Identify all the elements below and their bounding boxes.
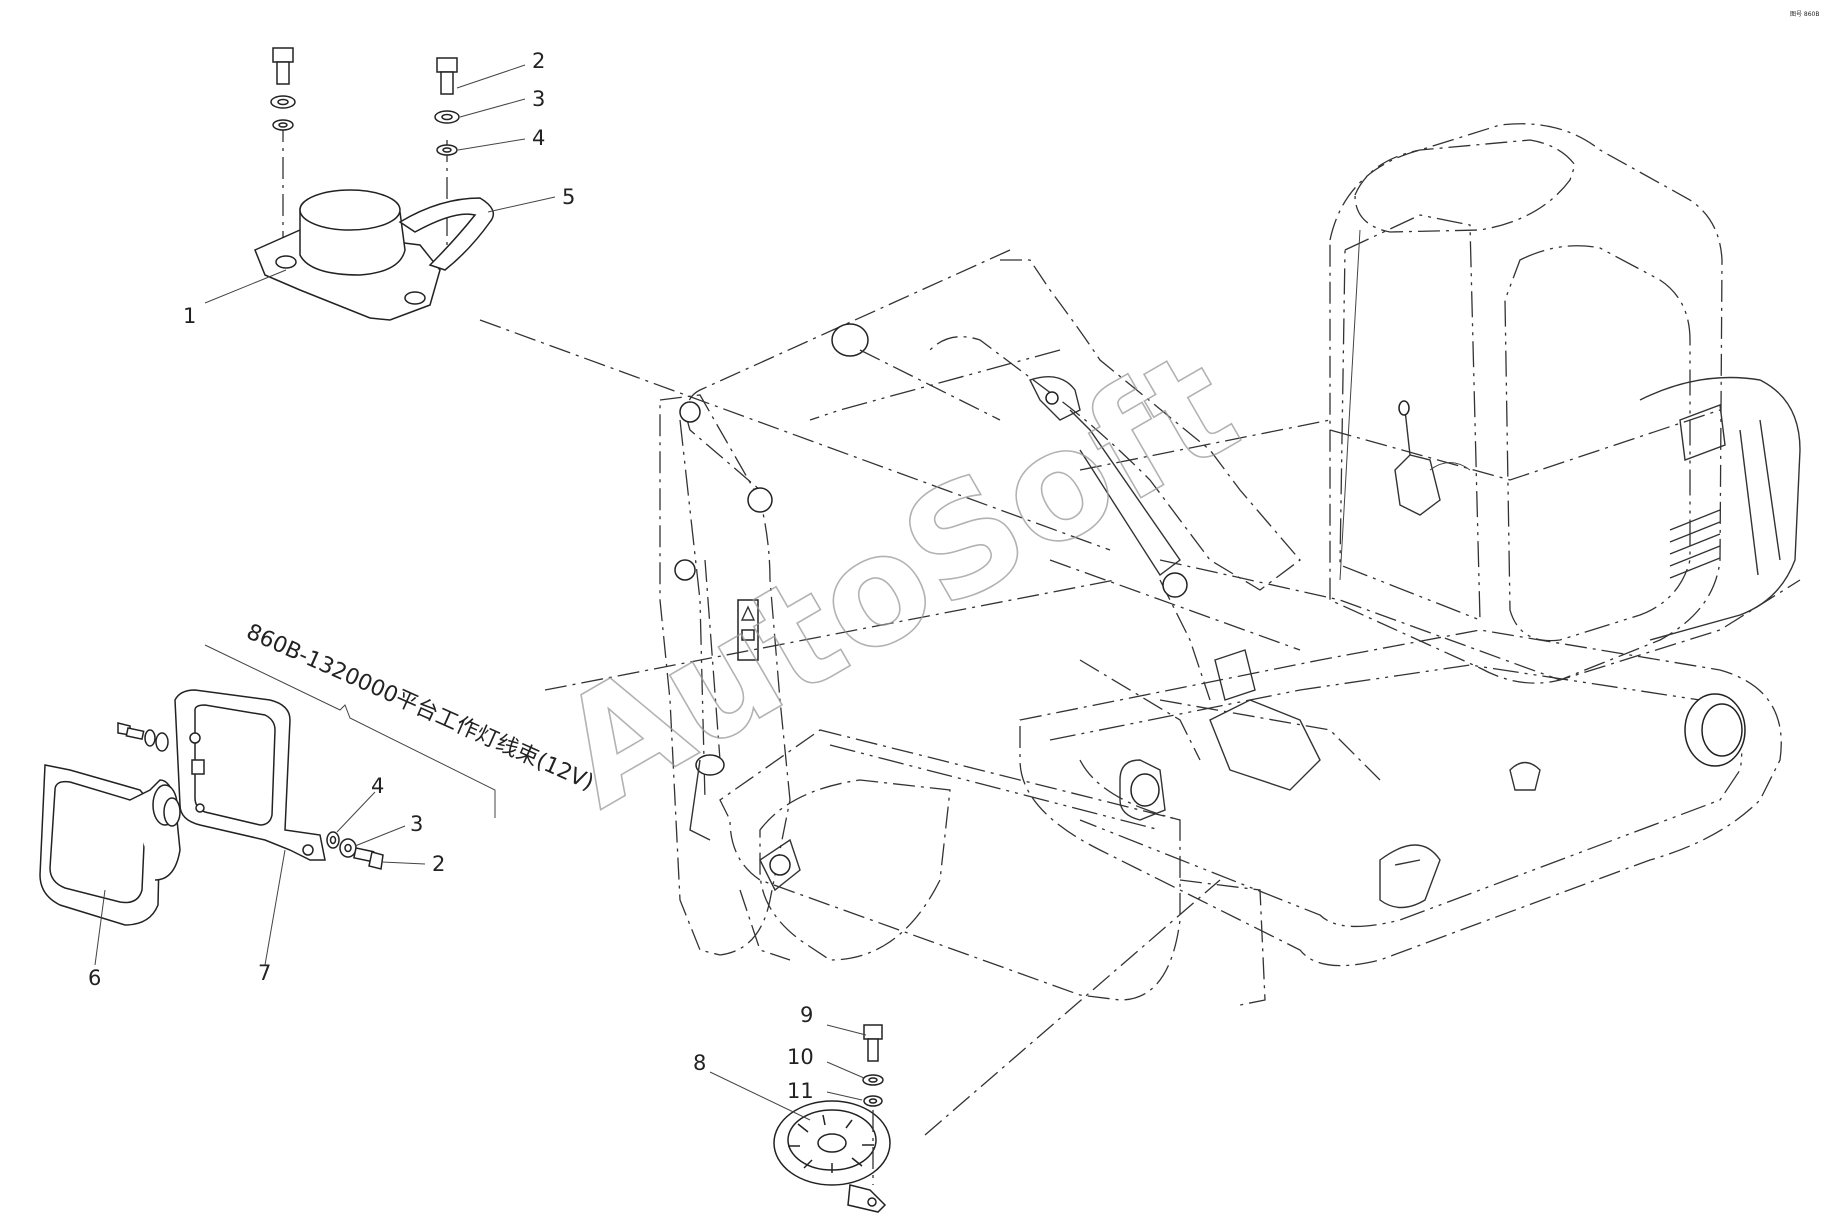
callout-2-top: 2 — [532, 49, 545, 73]
callout-3-lamp: 3 — [410, 812, 423, 836]
warning-decal — [737, 599, 759, 661]
beacon-light-assembly — [254, 47, 495, 321]
horn-assembly — [773, 1024, 891, 1213]
callout-9: 9 — [800, 1003, 813, 1027]
assembly-center-lines — [282, 120, 1221, 1136]
callout-7: 7 — [258, 961, 271, 985]
callout-3-top: 3 — [532, 87, 545, 111]
callout-1: 1 — [183, 304, 196, 328]
callout-4-top: 4 — [532, 126, 545, 150]
callout-11: 11 — [787, 1079, 814, 1103]
callout-5: 5 — [562, 185, 575, 209]
callout-leaders — [94, 64, 867, 1121]
excavator-outline — [659, 123, 1801, 1006]
work-lamp-assembly — [39, 689, 384, 926]
corner-mark: 图号 860B — [1790, 11, 1819, 18]
callout-10: 10 — [787, 1045, 814, 1069]
engine-vent-grille — [1669, 509, 1721, 579]
callout-6: 6 — [88, 966, 101, 990]
callout-8: 8 — [693, 1051, 706, 1075]
callout-4-lamp: 4 — [371, 774, 384, 798]
callout-2-lamp: 2 — [432, 852, 445, 876]
